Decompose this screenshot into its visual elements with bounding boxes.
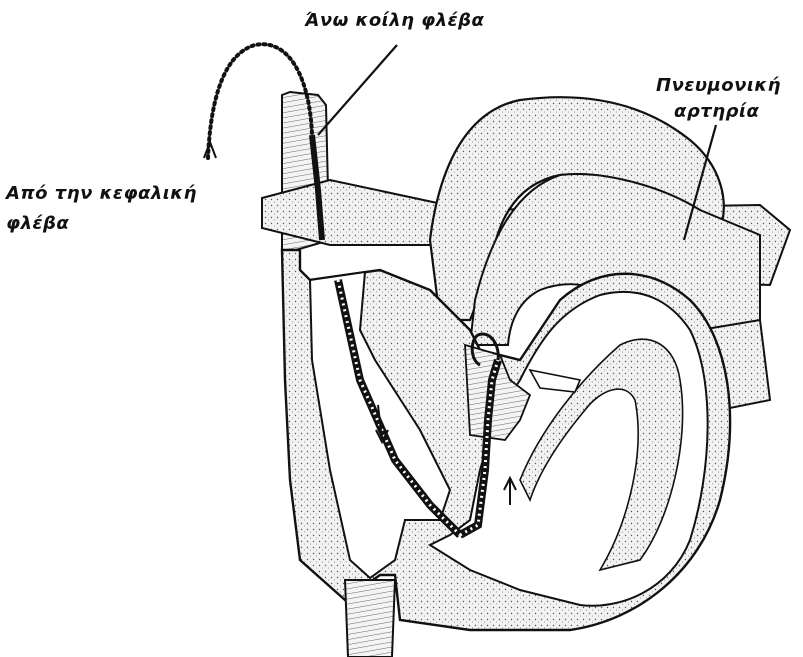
leader-svc [318,45,397,135]
label-cephalic-vein-line2: φλέβα [6,213,69,235]
label-pulmonary-artery-line2: αρτηρία [674,101,759,123]
inferior-vena-cava [345,580,395,657]
label-cephalic-vein-line1: Από την κεφαλική [6,183,197,205]
label-superior-vena-cava: Άνω κοίλη φλέβα [305,10,484,32]
label-pulmonary-artery-line1: Πνευμονική [656,75,781,97]
